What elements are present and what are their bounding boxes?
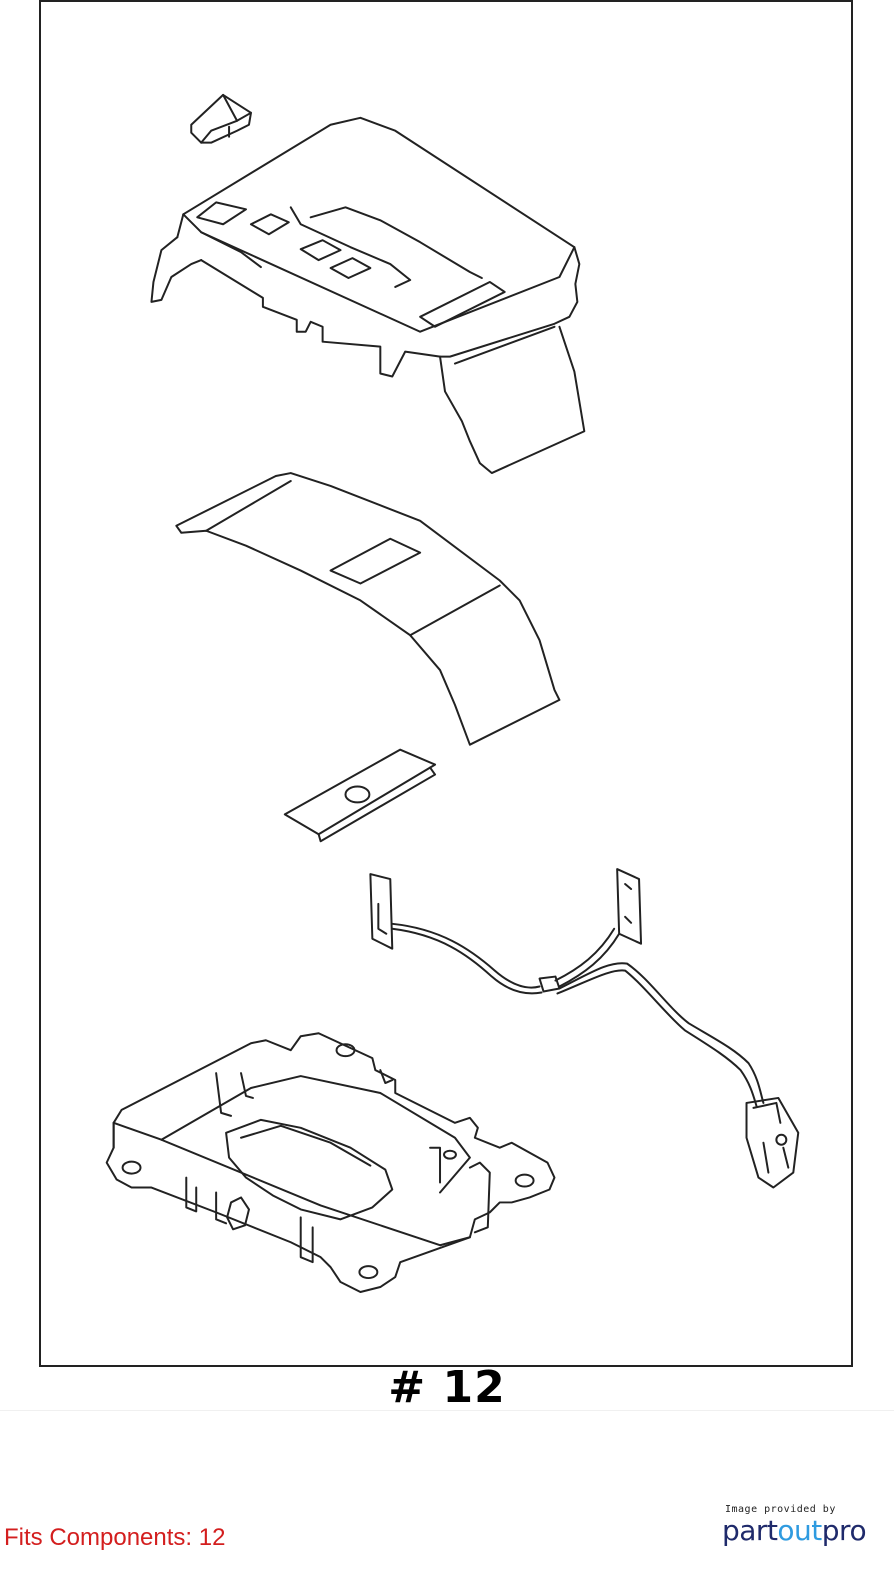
partoutpro-logo: partoutpro (722, 1515, 872, 1547)
brand-logo-out: out (777, 1514, 822, 1547)
shift-indicator-cover (150, 116, 586, 475)
indicator-film-panel (175, 472, 561, 746)
parts-diagram (105, 93, 800, 1293)
wiring-harness (369, 868, 800, 1189)
shift-knob-cap (190, 93, 252, 144)
parts-diagram-frame (39, 0, 853, 1367)
shifter-base-bracket (105, 1032, 556, 1293)
brand-block: Image provided by partoutpro (722, 1504, 872, 1547)
fits-components-text: Fits Components: 12 (4, 1524, 226, 1551)
slide-plate (283, 748, 437, 843)
footer-divider (0, 1410, 894, 1411)
diagram-number-label: # 12 (388, 1362, 506, 1413)
brand-logo-part: part (722, 1514, 778, 1547)
brand-caption: Image provided by (725, 1504, 836, 1515)
brand-logo-pro: pro (821, 1514, 867, 1547)
